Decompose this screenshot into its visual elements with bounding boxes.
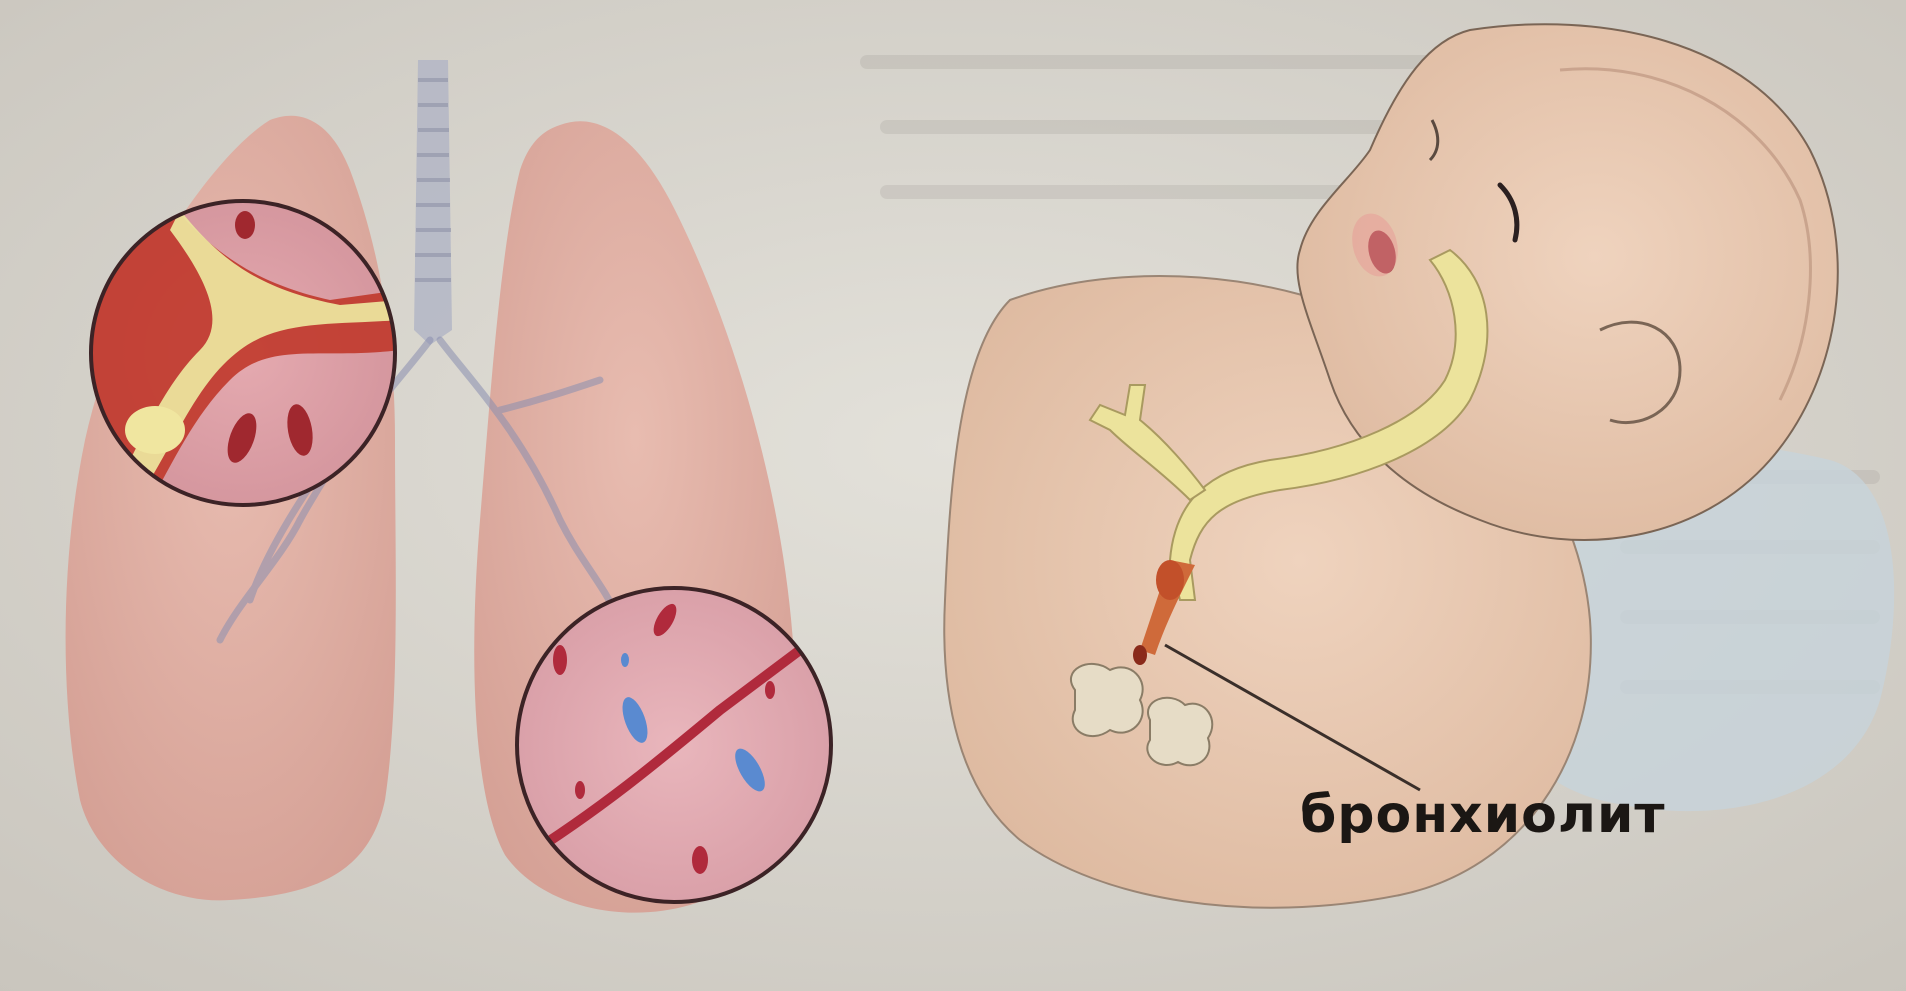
caption-label: бронхиолит	[1300, 785, 1666, 845]
trachea	[414, 60, 452, 345]
